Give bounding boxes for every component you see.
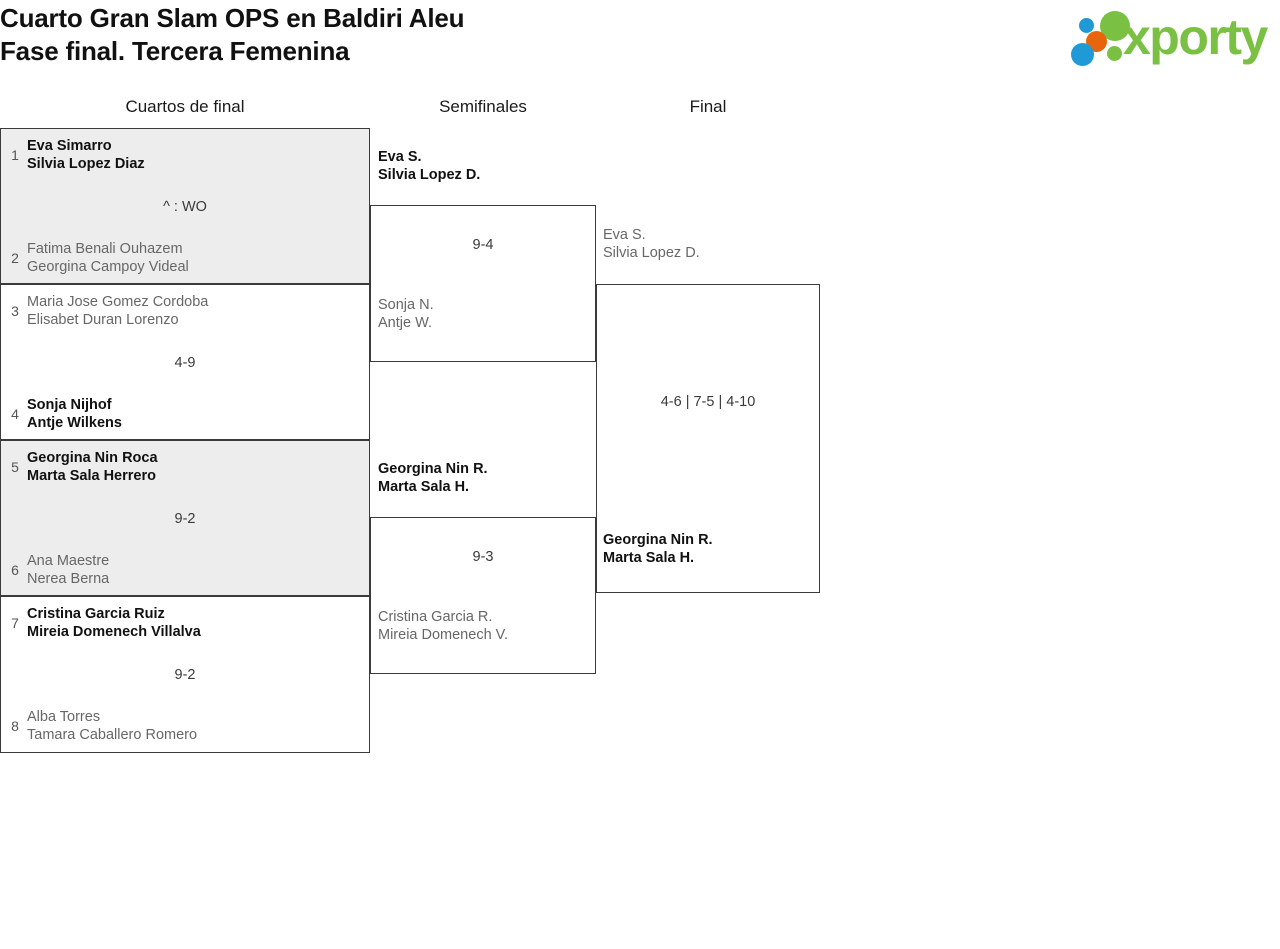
match-score: 9-4 <box>472 237 494 253</box>
page-header: Cuarto Gran Slam OPS en Baldiri Aleu Fas… <box>0 0 1280 88</box>
logo-dots-icon <box>1067 10 1133 66</box>
team-slot-bottom[interactable]: 8 Alba Torres Tamara Caballero Romero <box>1 708 369 744</box>
team-players: Georgina Nin Roca Marta Sala Herrero <box>27 449 369 485</box>
team-players: Sonja Nijhof Antje Wilkens <box>27 396 369 432</box>
team-slot-bottom[interactable]: 6 Ana Maestre Nerea Berna <box>1 552 369 588</box>
match-quarterfinal-2[interactable]: 3 Maria Jose Gomez Cordoba Elisabet Dura… <box>0 284 370 440</box>
team-players: Eva S. Silvia Lopez D. <box>378 148 596 184</box>
player-1: Maria Jose Gomez Cordoba <box>27 294 209 310</box>
logo-dot-blue-large-icon <box>1071 43 1094 66</box>
logo-dot-blue-small-icon <box>1079 18 1094 33</box>
player-1: Ana Maestre <box>27 553 110 569</box>
match-score: 9-2 <box>174 511 196 527</box>
team-slot-bottom[interactable]: Georgina Nin R. Marta Sala H. <box>597 531 819 567</box>
player-1: Georgina Nin Roca <box>27 450 158 466</box>
team-players: Cristina Garcia Ruiz Mireia Domenech Vil… <box>27 605 369 641</box>
player-1: Eva Simarro <box>27 138 112 154</box>
player-1: Sonja N. <box>378 297 434 313</box>
team-slot-top[interactable]: Georgina Nin R. Marta Sala H. <box>370 460 596 496</box>
team-players: Ana Maestre Nerea Berna <box>27 552 369 588</box>
round-header-final: Final <box>689 97 727 116</box>
player-2: Antje Wilkens <box>27 415 122 431</box>
team-slot-top[interactable]: 5 Georgina Nin Roca Marta Sala Herrero <box>1 449 369 485</box>
team-players: Maria Jose Gomez Cordoba Elisabet Duran … <box>27 293 369 329</box>
team-slot-bottom[interactable]: Cristina Garcia R. Mireia Domenech V. <box>371 608 595 644</box>
team-slot-bottom[interactable]: Sonja N. Antje W. <box>371 296 595 332</box>
page-title: Cuarto Gran Slam OPS en Baldiri Aleu Fas… <box>0 2 900 68</box>
team-players: Eva Simarro Silvia Lopez Diaz <box>27 137 369 173</box>
team-slot-bottom[interactable]: 4 Sonja Nijhof Antje Wilkens <box>1 396 369 432</box>
player-2: Mireia Domenech Villalva <box>27 624 201 640</box>
logo-wordmark: xporty <box>1123 9 1268 65</box>
seed-number: 7 <box>11 615 19 631</box>
round-header-quarters: Cuartos de final <box>125 97 245 116</box>
seed-number: 3 <box>11 303 19 319</box>
team-players: Alba Torres Tamara Caballero Romero <box>27 708 369 744</box>
player-2: Silvia Lopez Diaz <box>27 156 145 172</box>
player-2: Antje W. <box>378 315 432 331</box>
match-semifinal-1[interactable]: 9-4 Sonja N. Antje W. <box>370 205 596 362</box>
team-slot-top[interactable]: 1 Eva Simarro Silvia Lopez Diaz <box>1 137 369 173</box>
match-final[interactable]: 4-6 | 7-5 | 4-10 Georgina Nin R. Marta S… <box>596 284 820 593</box>
team-players: Cristina Garcia R. Mireia Domenech V. <box>378 608 595 644</box>
player-1: Fatima Benali Ouhazem <box>27 241 183 257</box>
team-players: Georgina Nin R. Marta Sala H. <box>378 460 596 496</box>
seed-number: 8 <box>11 718 19 734</box>
player-1: Georgina Nin R. <box>603 532 713 548</box>
match-semifinal-2[interactable]: 9-3 Cristina Garcia R. Mireia Domenech V… <box>370 517 596 674</box>
seed-number: 5 <box>11 459 19 475</box>
team-slot-top[interactable]: Eva S. Silvia Lopez D. <box>596 226 820 262</box>
team-slot-top[interactable]: Eva S. Silvia Lopez D. <box>370 148 596 184</box>
player-1: Sonja Nijhof <box>27 397 112 413</box>
player-2: Georgina Campoy Videal <box>27 259 189 275</box>
player-2: Mireia Domenech V. <box>378 627 509 643</box>
logo-dot-green-small-icon <box>1107 46 1122 61</box>
match-score: 4-9 <box>174 355 196 371</box>
match-quarterfinal-4[interactable]: 7 Cristina Garcia Ruiz Mireia Domenech V… <box>0 596 370 753</box>
match-score: 9-3 <box>472 549 494 565</box>
team-slot-top[interactable]: 3 Maria Jose Gomez Cordoba Elisabet Dura… <box>1 293 369 329</box>
round-header-semifinals: Semifinales <box>439 97 527 116</box>
match-final-top-label[interactable]: Eva S. Silvia Lopez D. <box>596 226 820 264</box>
match-score: 4-6 | 7-5 | 4-10 <box>660 394 756 410</box>
player-2: Silvia Lopez D. <box>378 167 481 183</box>
seed-number: 4 <box>11 406 19 422</box>
player-1: Eva S. <box>378 149 422 165</box>
player-1: Alba Torres <box>27 709 101 725</box>
match-score: ^ : WO <box>163 199 207 215</box>
player-1: Cristina Garcia R. <box>378 609 493 625</box>
match-semifinal-1-top-label[interactable]: Eva S. Silvia Lopez D. <box>370 148 596 186</box>
player-2: Marta Sala H. <box>378 479 470 495</box>
player-1: Cristina Garcia Ruiz <box>27 606 165 622</box>
xporty-logo[interactable]: xporty <box>1059 4 1274 70</box>
seed-number: 1 <box>11 147 19 163</box>
player-1: Georgina Nin R. <box>378 461 488 477</box>
team-players: Eva S. Silvia Lopez D. <box>603 226 820 262</box>
player-2: Silvia Lopez D. <box>603 245 700 261</box>
match-score: 9-2 <box>174 667 196 683</box>
team-slot-top[interactable]: 7 Cristina Garcia Ruiz Mireia Domenech V… <box>1 605 369 641</box>
team-players: Sonja N. Antje W. <box>378 296 595 332</box>
player-2: Nerea Berna <box>27 571 110 587</box>
team-slot-bottom[interactable]: 2 Fatima Benali Ouhazem Georgina Campoy … <box>1 240 369 276</box>
player-1: Eva S. <box>603 227 646 243</box>
match-quarterfinal-1[interactable]: 1 Eva Simarro Silvia Lopez Diaz ^ : WO 2… <box>0 128 370 284</box>
title-line-2: Fase final. Tercera Femenina <box>0 36 350 66</box>
seed-number: 2 <box>11 250 19 266</box>
player-2: Elisabet Duran Lorenzo <box>27 312 179 328</box>
seed-number: 6 <box>11 562 19 578</box>
team-players: Fatima Benali Ouhazem Georgina Campoy Vi… <box>27 240 369 276</box>
player-2: Marta Sala Herrero <box>27 468 156 484</box>
match-quarterfinal-3[interactable]: 5 Georgina Nin Roca Marta Sala Herrero 9… <box>0 440 370 596</box>
match-semifinal-2-top-label[interactable]: Georgina Nin R. Marta Sala H. <box>370 460 596 498</box>
title-line-1: Cuarto Gran Slam OPS en Baldiri Aleu <box>0 3 465 33</box>
team-players: Georgina Nin R. Marta Sala H. <box>603 531 819 567</box>
player-2: Tamara Caballero Romero <box>27 727 198 743</box>
player-2: Marta Sala H. <box>603 550 695 566</box>
